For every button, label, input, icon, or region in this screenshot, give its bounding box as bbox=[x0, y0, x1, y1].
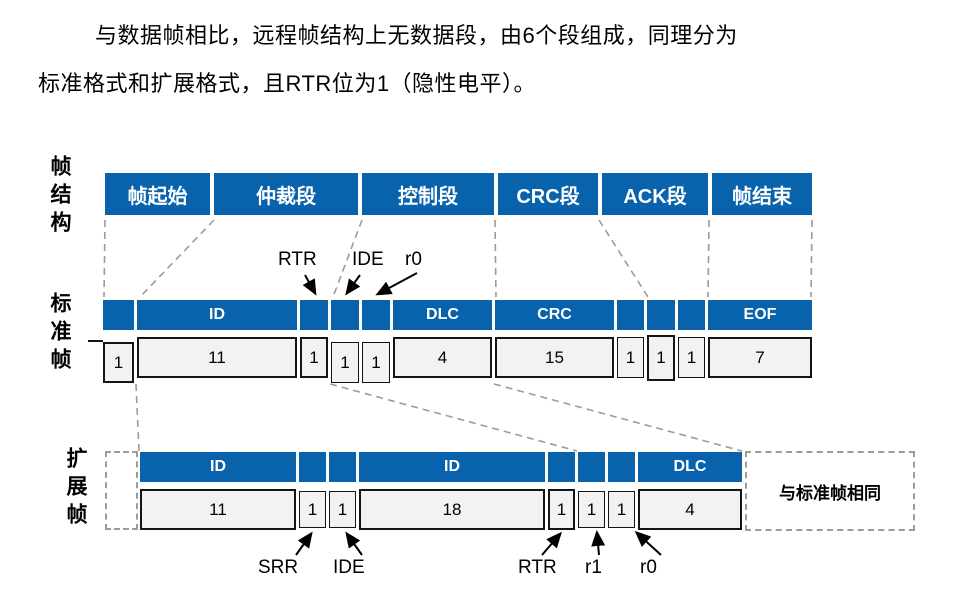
ext-same-as-standard-box: 与标准帧相同 bbox=[745, 451, 915, 531]
extended-frame-bar: ID ID DLC bbox=[140, 452, 742, 482]
std-ide-arrow bbox=[345, 274, 361, 296]
ext-r0-arrow bbox=[634, 530, 662, 556]
ext-srr-label: SRR bbox=[258, 557, 299, 578]
standard-frame-bits: 1 11 1 1 1 4 15 1 1 1 7 bbox=[103, 335, 812, 383]
std-bar-ack-del bbox=[678, 300, 705, 330]
ext-bit-rtr: 1 bbox=[548, 489, 575, 530]
segment-arbitration: 仲裁段 bbox=[214, 173, 358, 215]
ext-bit-id-ext: 18 bbox=[359, 489, 545, 530]
row-label-standard: 标准帧 bbox=[48, 292, 71, 376]
ext-r1-label: r1 bbox=[585, 557, 602, 578]
std-bar-ide bbox=[331, 300, 359, 330]
structure-row: 帧起始 仲裁段 控制段 CRC段 ACK段 帧结束 bbox=[105, 173, 812, 215]
same-as-standard-note: 与标准帧相同 bbox=[779, 483, 881, 503]
intro-line-2: 标准格式和扩展格式，且RTR位为1（隐性电平）。 bbox=[38, 71, 537, 96]
extended-frame-bits: 11 1 1 18 1 1 1 4 bbox=[140, 489, 742, 530]
standard-frame-bar: ID DLC CRC EOF bbox=[103, 300, 812, 330]
ext-bar-srr bbox=[299, 452, 326, 482]
idle-level-tail bbox=[88, 340, 103, 342]
ext-r0-label: r0 bbox=[640, 557, 657, 578]
ext-bar-r1 bbox=[578, 452, 605, 482]
ext-rtr-arrow bbox=[541, 531, 562, 556]
segment-frame-end: 帧结束 bbox=[712, 173, 812, 215]
ext-bar-r0 bbox=[608, 452, 635, 482]
ext-bit-r1: 1 bbox=[578, 491, 605, 528]
ext-bit-r0: 1 bbox=[608, 491, 635, 528]
std-rtr-label: RTR bbox=[278, 249, 317, 270]
std-bar-ack bbox=[647, 300, 675, 330]
std-bar-id: ID bbox=[137, 300, 297, 330]
std-bit-ide: 1 bbox=[331, 342, 359, 383]
ext-bar-rtr bbox=[548, 452, 575, 482]
ext-bar-id-base: ID bbox=[140, 452, 296, 482]
segment-crc: CRC段 bbox=[498, 173, 598, 215]
std-bit-r0: 1 bbox=[362, 342, 390, 383]
ext-srr-arrow bbox=[295, 531, 313, 556]
row-label-extended: 扩展帧 bbox=[64, 447, 87, 531]
ext-bit-dlc: 4 bbox=[638, 489, 742, 530]
std-bar-crc-del bbox=[617, 300, 644, 330]
std-bit-crc-del: 1 bbox=[617, 337, 644, 378]
std-r0-label: r0 bbox=[405, 249, 422, 270]
intro-paragraph: 与数据帧相比，远程帧结构上无数据段，由6个段组成，同理分为 标准格式和扩展格式，… bbox=[38, 12, 946, 108]
ext-ide-label: IDE bbox=[333, 557, 365, 578]
std-bar-r0 bbox=[362, 300, 390, 330]
std-bar-eof: EOF bbox=[708, 300, 812, 330]
std-bit-dlc: 4 bbox=[393, 337, 492, 378]
standard-to-extended-dashes bbox=[135, 383, 743, 452]
std-bit-ack: 1 bbox=[647, 335, 675, 381]
std-r0-arrow bbox=[375, 272, 418, 296]
row-label-structure: 帧结构 bbox=[48, 155, 71, 239]
ext-sof-dashed-region bbox=[105, 451, 138, 530]
structure-to-standard-dashes bbox=[103, 219, 813, 298]
std-bit-ack-del: 1 bbox=[678, 337, 705, 378]
ext-bit-id-base: 11 bbox=[140, 489, 296, 530]
ext-bit-ide: 1 bbox=[329, 491, 356, 528]
std-bar-dlc: DLC bbox=[393, 300, 492, 330]
ext-rtr-label: RTR bbox=[518, 557, 557, 578]
std-bar-sof bbox=[103, 300, 134, 330]
ext-bit-srr: 1 bbox=[299, 491, 326, 528]
std-rtr-arrow bbox=[302, 274, 317, 296]
std-bit-id: 11 bbox=[137, 337, 297, 378]
std-bar-rtr bbox=[300, 300, 328, 330]
ext-bar-id-ext: ID bbox=[359, 452, 545, 482]
ext-ide-arrow bbox=[345, 531, 363, 556]
std-bit-crc: 15 bbox=[495, 337, 614, 378]
std-bit-sof: 1 bbox=[103, 342, 134, 383]
std-bar-crc: CRC bbox=[495, 300, 614, 330]
std-bit-rtr: 1 bbox=[300, 337, 328, 378]
ext-bar-ide bbox=[329, 452, 356, 482]
segment-ack: ACK段 bbox=[602, 173, 708, 215]
std-bit-eof: 7 bbox=[708, 337, 812, 378]
ext-bar-dlc: DLC bbox=[638, 452, 742, 482]
std-ide-label: IDE bbox=[352, 249, 384, 270]
segment-frame-start: 帧起始 bbox=[105, 173, 210, 215]
segment-control: 控制段 bbox=[362, 173, 494, 215]
intro-line-1: 与数据帧相比，远程帧结构上无数据段，由6个段组成，同理分为 bbox=[95, 23, 738, 48]
ext-r1-arrow bbox=[591, 530, 606, 556]
